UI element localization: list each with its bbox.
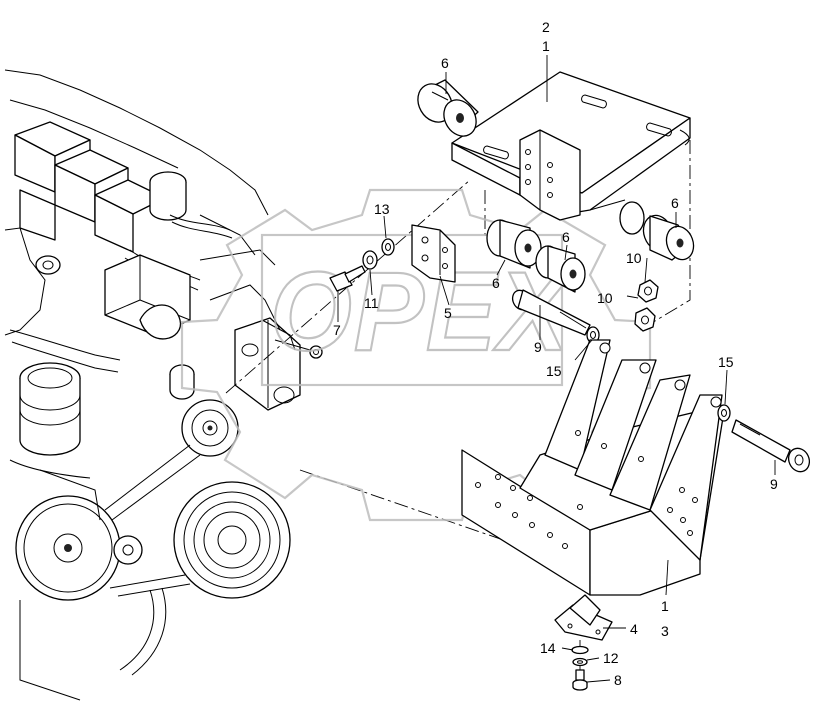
callout-7: 7 [333,322,341,338]
rubber-mount-middle-1 [486,219,542,269]
callout-14: 14 [540,640,556,656]
nut-part-11 [362,250,378,270]
callout-10-upper: 10 [626,250,642,266]
bolt-part-9-lower [731,419,811,473]
washer-part-14 [571,645,589,655]
callout-13: 13 [374,201,390,217]
rubber-mount-middle-2 [535,245,586,293]
callout-8: 8 [614,672,622,688]
callout-4: 4 [630,621,638,637]
engine-block [4,69,323,701]
bolt-part-8 [572,669,588,691]
callout-11: 11 [364,295,379,311]
callout-3: 3 [661,623,669,639]
upper-bracket-part [451,71,691,235]
callout-9-upper: 9 [534,339,542,355]
callout-15-lower: 15 [718,354,734,370]
rubber-mount-right [642,214,695,261]
small-bracket-part-5 [411,224,456,283]
callout-15-upper: 15 [546,363,562,379]
lower-bracket-part [461,339,726,596]
bolt-part-9-upper [511,289,591,336]
callout-1-top: 1 [542,38,550,54]
center-line-right [639,140,691,331]
gear-icon [180,188,652,522]
callout-6-middle-left: 6 [492,275,500,291]
callout-10-lower: 10 [597,290,613,306]
leader-lines [337,55,776,683]
callout-6-top: 6 [441,55,449,71]
washer-part-15-lower [717,404,731,422]
bolt-part-7 [329,265,366,292]
washer-part-12 [572,657,588,667]
callout-6-middle-right: 6 [562,229,570,245]
callout-6-right: 6 [671,195,679,211]
callout-12: 12 [603,650,619,666]
center-line-lower [299,469,656,576]
small-bracket-part-4 [554,594,613,641]
callout-9-lower: 9 [770,476,778,492]
nut-part-10-upper [637,279,659,303]
callout-1-bottom: 1 [661,598,669,614]
rubber-mount-top [417,79,479,137]
washer-part-13 [381,238,395,256]
nut-part-10-lower [634,307,656,332]
callout-2: 2 [542,19,550,35]
callout-5: 5 [444,305,452,321]
